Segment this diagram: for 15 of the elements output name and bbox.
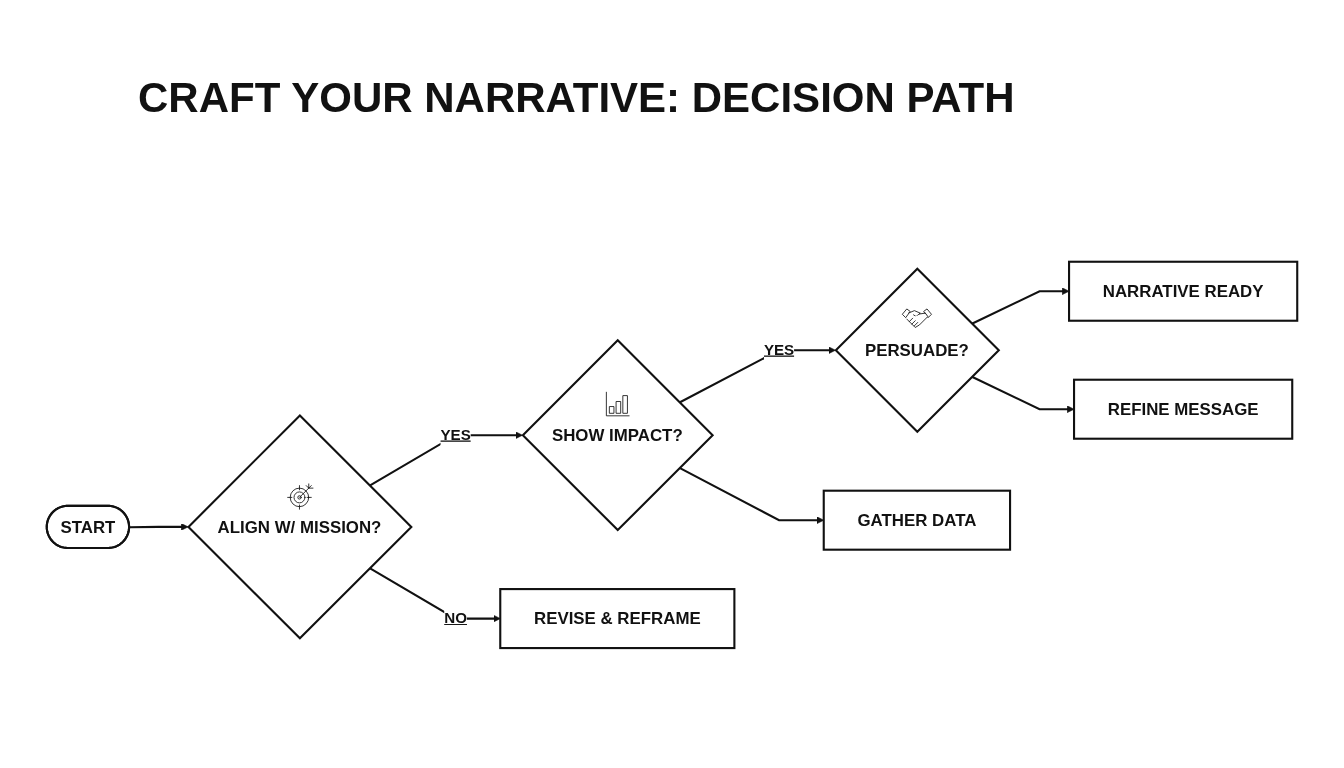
arrow [971, 287, 1070, 325]
node-box: REVISE & REFRAME [499, 588, 736, 650]
arrow [971, 375, 1075, 413]
node-diamond: ALIGN W/ MISSION? [187, 414, 413, 640]
edge-label: YES [763, 341, 795, 359]
node-diamond: PERSUADE? [834, 267, 1001, 434]
node-box: NARRATIVE READY [1068, 260, 1299, 322]
edge-label: YES [440, 426, 471, 444]
node-diamond: SHOW IMPACT? [521, 338, 715, 532]
arrow [369, 567, 501, 623]
edge-label: NO [444, 609, 467, 627]
arrow [129, 523, 189, 531]
node-box: GATHER DATA [822, 489, 1012, 551]
title: CRAFT YOUR NARRATIVE: DECISION PATH [138, 73, 1015, 123]
node-box: REFINE MESSAGE [1073, 378, 1294, 440]
